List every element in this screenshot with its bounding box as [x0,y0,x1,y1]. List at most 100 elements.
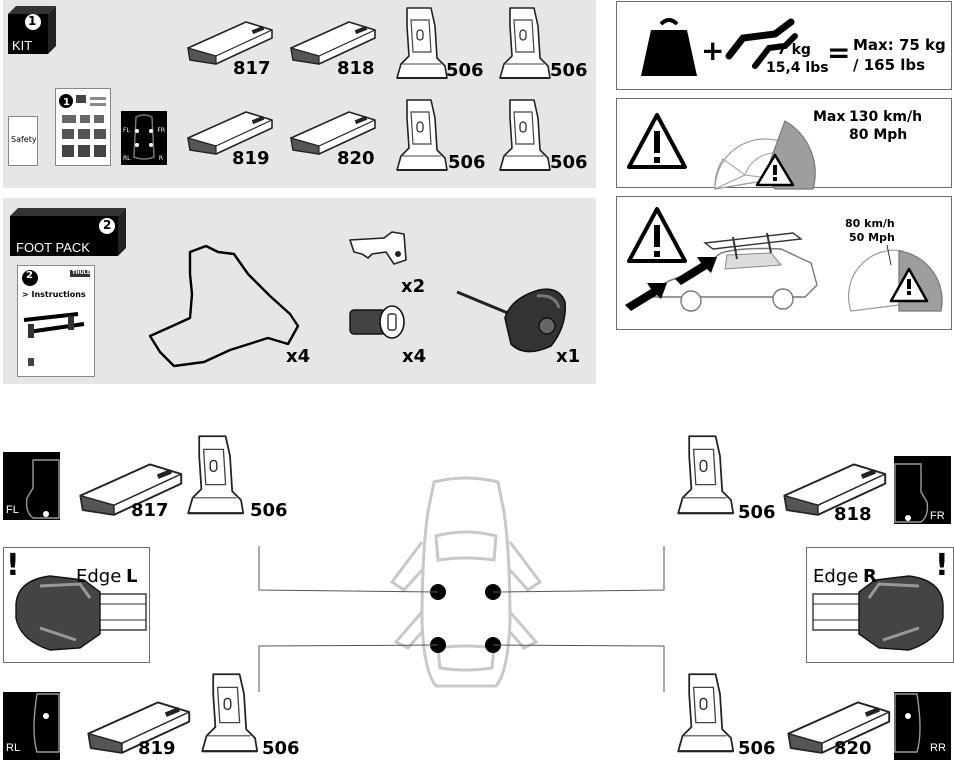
kit-box-icon [8,6,56,54]
pad-817-assembly-number: 817 [131,500,169,521]
edge-left-side: L [126,566,138,587]
kit-title: KIT [12,38,33,53]
brand-label: THULE [72,270,91,276]
instructions-label: > Instructions [22,290,86,299]
speedometer-gauge [714,120,816,190]
pad-819-number: 819 [232,148,270,169]
foot-pack-box-icon [10,208,126,256]
car-top-view-outline [389,476,543,688]
door-fr-drawing [894,463,929,523]
pad-817-number: 817 [233,58,271,79]
pad-818-assembly-number: 818 [834,504,872,525]
wind-mph: 50 Mph [849,231,895,244]
foot-506-drawing-1 [396,7,448,79]
pad-820-assembly-number: 820 [834,738,872,759]
foot-506-rl-number: 506 [262,738,300,759]
instructions-step-number: 2 [26,270,33,281]
edge-left-warning-mark: ! [6,548,20,583]
edge-right-side: R [863,566,877,587]
edge-right-prefix: Edge [813,566,859,587]
pad-818-number: 818 [337,58,375,79]
speed-kmh: 130 km/h [849,109,923,125]
corner-label-fr: FR [930,510,945,522]
foot-506-number-4: 506 [550,152,588,173]
corner-card-rl: RL [3,692,60,760]
foot-506-drawing-4 [499,99,551,171]
foot-506-fr-drawing [677,435,735,515]
card-label-fr: FR [157,127,165,134]
foot-506-number-2: 506 [550,60,588,81]
plus-sign: + [701,34,725,67]
corner-card-fl: FL [3,452,60,520]
bar-weight-lbs: 15,4 lbs [766,60,829,76]
edge-left-foot-drawing [15,575,147,651]
key-icon [349,231,407,265]
kit-header-box: 1 KIT [8,6,56,54]
corner-card-rr: RR [894,692,951,760]
foot-506-fl-drawing [187,435,245,515]
corner-label-rr: RR [930,742,946,754]
foot-506-rr-drawing [677,673,735,753]
mount-point-rl [430,637,446,653]
card-label-rl: RL [123,155,131,162]
foot-506-fr-number: 506 [738,502,776,523]
pad-820-number: 820 [337,148,375,169]
mount-point-rr [485,637,501,653]
edge-left-prefix: Edge [76,566,122,587]
edge-right-foot-drawing [812,575,944,651]
pad-qty: x4 [286,346,311,367]
weight-icon [641,18,697,76]
foot-506-number-1: 506 [446,60,484,81]
max-load-kg: Max: 75 kg [853,36,946,54]
equals-sign: = [827,36,851,69]
mount-point-fr [485,584,501,600]
pad-819-assembly-number: 819 [138,738,176,759]
speed-max-prefix: Max [813,109,846,125]
car-position-card: FL FR RL R [121,111,167,165]
foot-506-drawing-2 [499,7,551,79]
rubber-pad-outline [148,244,300,368]
foot-506-rr-number: 506 [738,738,776,759]
corner-label-fl: FL [6,504,19,516]
foot-pack-title: FOOT PACK [16,240,90,255]
door-rr-drawing [894,693,921,753]
foot-506-number-3: 506 [448,152,486,173]
svg-text:1: 1 [63,97,70,108]
speed-info-box: Max 130 km/h 80 Mph [616,98,952,190]
corner-label-rl: RL [6,742,21,754]
roof-bar-icon [725,18,798,69]
foot-506-rl-drawing [201,673,259,753]
key-qty: x2 [401,276,426,297]
wind-info-box: 80 km/h 50 Mph [616,196,952,330]
foot-506-drawing-3 [396,99,448,171]
tool-qty: x1 [556,346,581,367]
foot-pack-instructions-sheet: 2 THULE > Instructions [17,265,95,377]
warning-triangle-icon-2 [627,207,687,263]
instruction-sheet: 1 [55,88,111,166]
corner-card-fr: FR [894,456,951,524]
edge-right-box: ! Edge R [806,547,954,663]
safety-booklet: Safety [8,116,38,166]
car-with-roof-bars-drawing [625,232,818,312]
foot-506-fl-number: 506 [250,500,288,521]
bar-weight-kg: 7 kg [777,42,811,58]
edge-left-box: ! Edge L [3,547,150,663]
speed-mph: 80 Mph [849,127,908,143]
lock-cylinder-icon [349,305,405,339]
edge-right-warning-mark: ! [935,548,949,583]
kit-step-number: 1 [28,14,37,28]
foot-pack-header-box: 2 FOOT PACK [10,208,126,258]
instructions-sheet-drawing [22,270,90,366]
foot-pack-step-number: 2 [103,218,112,232]
card-label-rr: R [158,155,163,162]
door-rl-drawing [33,693,60,753]
torque-tool-icon [456,288,567,353]
safety-label: Safety [11,135,37,144]
max-load-lbs: / 165 lbs [853,56,926,74]
wind-kmh: 80 km/h [845,217,895,230]
warning-triangle-icon [627,113,687,169]
door-fl-drawing [25,459,60,519]
wind-speed-gauge [847,244,943,312]
card-label-fl: FL [123,127,130,134]
lock-qty: x4 [402,346,427,367]
